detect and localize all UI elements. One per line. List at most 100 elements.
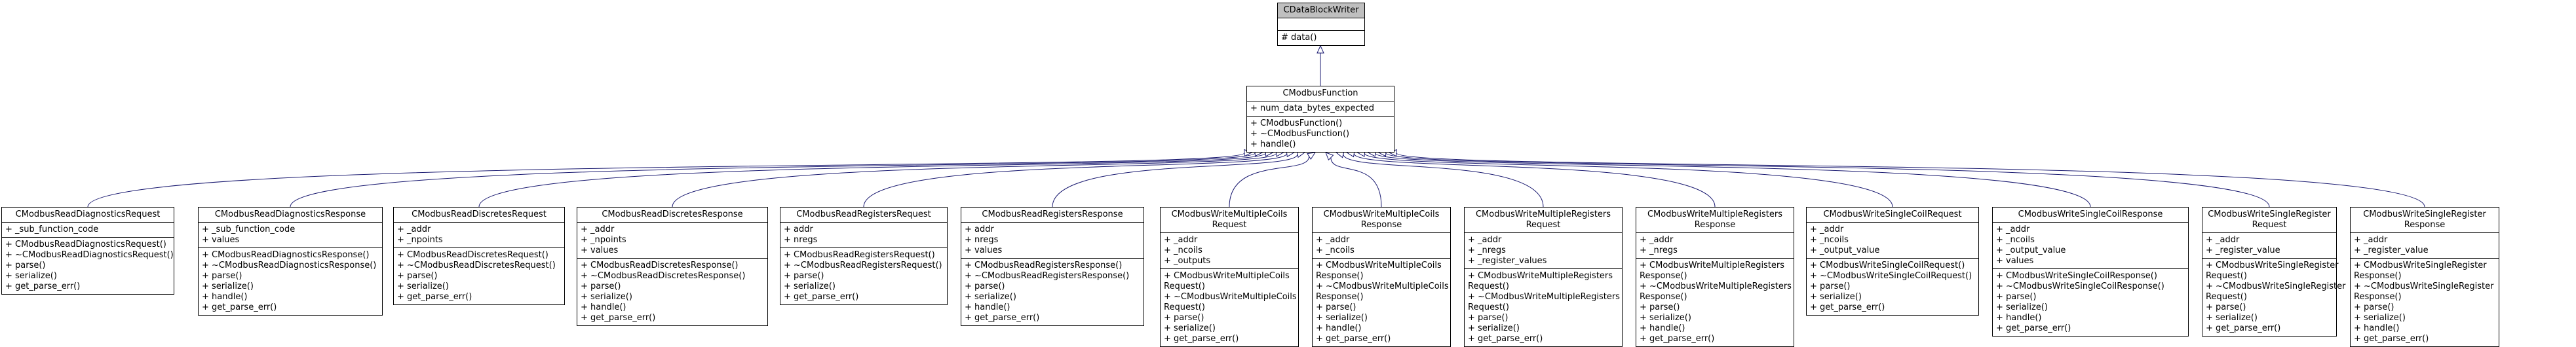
attribute: + _output_value	[1996, 246, 2066, 255]
attribute: + _output_value	[1810, 246, 1880, 255]
method: + serialize()	[581, 292, 632, 302]
class-box-cmodbuswritesinglecoilresponse: CModbusWriteSingleCoilResponse+ _addr+ _…	[1992, 207, 2189, 337]
method: + ~CModbusFunction()	[1250, 129, 1350, 139]
edge-base-to-root-arrowhead	[1317, 45, 1324, 54]
method: + parse()	[397, 271, 438, 281]
method: Request()	[1164, 282, 1205, 291]
methods-section: + CModbusFunction() + ~CModbusFunction()…	[1247, 116, 1394, 152]
class-name: CModbusWriteMultipleCoils Response	[1323, 210, 1440, 230]
method: + parse()	[1996, 292, 2037, 302]
attributes-section: + _addr+ _ncoils+ _outputs	[1161, 232, 1298, 268]
method: + ~CModbusWriteMultipleRegisters	[1640, 282, 1792, 291]
method: + serialize()	[5, 271, 57, 281]
class-name: CDataBlockWriter	[1283, 5, 1359, 15]
method: + get_parse_err()	[1164, 334, 1239, 344]
attribute: + _sub_function_code	[202, 225, 296, 234]
attribute: + _ncoils	[1810, 235, 1849, 245]
edge-child-4-line	[863, 153, 1288, 208]
method: + parse()	[1640, 302, 1680, 312]
class-name: CModbusReadDiagnosticsRequest	[15, 210, 161, 219]
attribute: + _register_value	[2354, 246, 2429, 255]
class-box-cmodbuswritemultipleregistersresponse: CModbusWriteMultipleRegisters Response+ …	[1636, 207, 1794, 347]
class-box-cmodbusreaddiagnosticsresponse: CModbusReadDiagnosticsResponse+ _sub_fun…	[198, 207, 383, 316]
attribute: + nregs	[965, 235, 999, 245]
method: + serialize()	[1316, 313, 1368, 323]
method: + ~CModbusWriteMultipleCoils	[1316, 282, 1449, 291]
attribute: + _addr	[1316, 235, 1350, 245]
attribute: + _addr	[1996, 225, 2030, 234]
attribute: + _npoints	[581, 235, 626, 245]
method: + ~CModbusReadDiagnosticsResponse()	[202, 261, 377, 270]
method: + handle()	[202, 292, 248, 302]
method: + get_parse_err()	[581, 313, 656, 323]
method: + get_parse_err()	[2354, 334, 2429, 344]
method: + get_parse_err()	[965, 313, 1040, 323]
method: + serialize()	[2354, 313, 2406, 323]
method: Request()	[1468, 282, 1509, 291]
method: + ~CModbusWriteSingleRegister	[2354, 282, 2494, 291]
edge-child-13-line	[1396, 153, 2425, 208]
methods-section: + CModbusReadDiagnosticsResponse()+ ~CMo…	[199, 247, 382, 315]
method: + ~CModbusReadDiagnosticsRequest()	[5, 250, 174, 260]
methods-section: # data()	[1278, 30, 1364, 45]
edge-child-2-line	[478, 153, 1266, 208]
method: + ~CModbusWriteSingleCoilResponse()	[1996, 282, 2164, 291]
method: + CModbusReadRegistersRequest()	[784, 250, 935, 260]
class-name: CModbusReadDiscretesRequest	[412, 210, 547, 219]
attribute: + _addr	[1468, 235, 1502, 245]
attribute: + _sub_function_code	[5, 225, 99, 234]
attribute: + _ncoils	[1996, 235, 2035, 245]
method: + ~CModbusReadDiscretesRequest()	[397, 261, 556, 270]
class-box-cmodbuswritesingleregisterrequest: CModbusWriteSingleRegister Request+ _add…	[2202, 207, 2346, 337]
method: + serialize()	[784, 282, 836, 291]
method: + ~CModbusReadDiscretesResponse()	[581, 271, 746, 281]
attributes-section: + num_data_bytes_expected	[1247, 101, 1394, 116]
class-box-cmodbuswritemultipleregistersrequest: CModbusWriteMultipleRegisters Request+ _…	[1464, 207, 1623, 347]
class-box-cmodbusreaddiscretesrequest: CModbusReadDiscretesRequest + _addr+ _npo…	[393, 207, 565, 305]
method: + ~CModbusReadRegistersResponse()	[965, 271, 1130, 281]
class-box-cdatablockwriter: CDataBlockWriter # data()	[1277, 3, 1365, 46]
edge-child-5-line	[1052, 154, 1298, 208]
attributes-section: + _addr+ _npoints	[394, 222, 564, 247]
method: + CModbusReadRegistersResponse()	[965, 261, 1123, 270]
method: + serialize()	[1468, 323, 1520, 333]
attribute: + _ncoils	[1316, 246, 1355, 255]
edge-child-0-line	[87, 153, 1245, 208]
edge-child-7-arrowhead	[1325, 152, 1334, 161]
method: + get_parse_err()	[397, 292, 472, 302]
attributes-section: + _addr+ _ncoils+ _output_value	[1807, 222, 1978, 258]
attribute: + values	[1996, 256, 2034, 266]
attribute: + _addr	[581, 225, 615, 234]
method: + ~CModbusWriteSingleRegister	[2206, 282, 2346, 291]
edge-child-10-line	[1364, 153, 1893, 208]
method: + parse()	[581, 282, 621, 291]
edge-child-9-line	[1353, 153, 1716, 208]
attribute: + num_data_bytes_expected	[1250, 103, 1374, 113]
method: + parse()	[1316, 302, 1356, 312]
method: Request()	[2206, 271, 2247, 281]
attributes-section: + _addr+ _ncoils	[1313, 232, 1450, 258]
class-box-cmodbusreadregistersresponse: CModbusReadRegistersResponse+ addr+ nreg…	[961, 207, 1144, 326]
class-name: CModbusFunction	[1282, 88, 1358, 98]
class-box-cmodbuswritemultiplecoilsrequest: CModbusWriteMultipleCoils Request+ _addr…	[1160, 207, 1299, 347]
method: + parse()	[2354, 302, 2394, 312]
attributes-section: + _sub_function_code	[2, 222, 174, 237]
attributes-section: + _sub_function_code+ values	[199, 222, 382, 247]
methods-section: + CModbusReadDiagnosticsRequest()+ ~CMod…	[2, 237, 174, 294]
method: + parse()	[202, 271, 242, 281]
method: + serialize()	[202, 282, 254, 291]
class-name: CModbusWriteSingleRegister Response	[2363, 210, 2486, 230]
method: + parse()	[1468, 313, 1509, 323]
method: + get_parse_err()	[202, 302, 277, 312]
method: + parse()	[2206, 302, 2246, 312]
method: Response()	[1316, 292, 1364, 302]
attributes-section: + _addr+ _register_value	[2202, 232, 2336, 258]
method: Request()	[1468, 302, 1509, 312]
class-name: CModbusReadDiscretesResponse	[602, 210, 743, 219]
attributes-section: + addr+ nregs	[780, 222, 947, 247]
method: + handle()	[2354, 323, 2400, 333]
method: + serialize()	[1640, 313, 1691, 323]
